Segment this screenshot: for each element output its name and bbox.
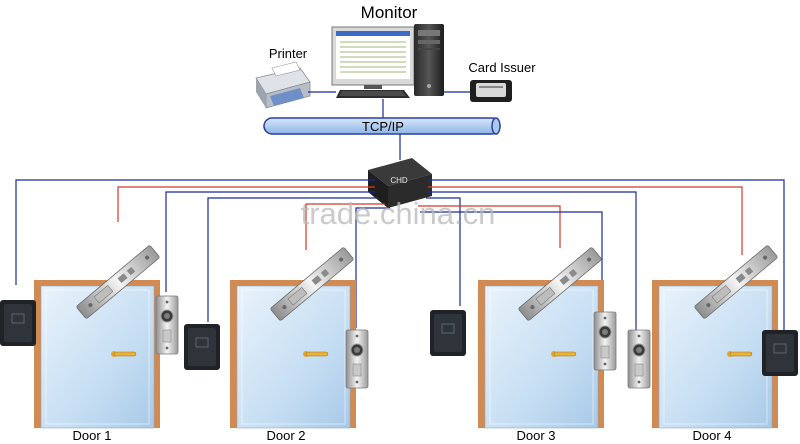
card-reader-icon bbox=[183, 323, 221, 371]
exit-button-icon bbox=[627, 329, 651, 389]
door-3: Door 3 bbox=[429, 246, 651, 443]
watermark-text: trade.china.cn bbox=[301, 196, 496, 231]
keyboard-icon bbox=[336, 90, 410, 98]
pc-tower-icon bbox=[414, 24, 444, 96]
door-1: Door 1 bbox=[0, 244, 179, 443]
door-2: Door 2 bbox=[183, 246, 369, 443]
door-handle-icon bbox=[726, 350, 753, 358]
monitor-label: Monitor bbox=[361, 3, 418, 22]
exit-button-icon bbox=[345, 329, 369, 389]
door-handle-icon bbox=[302, 350, 329, 358]
exit-button-icon bbox=[155, 295, 179, 355]
card-reader-icon bbox=[0, 299, 37, 347]
card-reader-icon bbox=[761, 329, 799, 377]
tcpip-network-bus bbox=[263, 117, 501, 135]
door-4-label: Door 4 bbox=[692, 428, 731, 443]
monitor-icon bbox=[331, 26, 415, 89]
door-handle-icon bbox=[110, 350, 137, 358]
exit-button-icon bbox=[593, 311, 617, 371]
card-reader-icon bbox=[470, 80, 512, 102]
station-wiring bbox=[308, 91, 470, 118]
controller-badge: CHD bbox=[390, 176, 408, 185]
card-reader-icon bbox=[429, 309, 467, 357]
card-issuer-label: Card Issuer bbox=[468, 60, 536, 75]
door-4: Door 4 bbox=[651, 244, 799, 443]
door-3-label: Door 3 bbox=[516, 428, 555, 443]
printer-label: Printer bbox=[269, 46, 308, 61]
tcpip-label: TCP/IP bbox=[362, 119, 404, 134]
door-1-label: Door 1 bbox=[72, 428, 111, 443]
printer-icon bbox=[255, 61, 311, 109]
door-2-label: Door 2 bbox=[266, 428, 305, 443]
door-handle-icon bbox=[550, 350, 577, 358]
